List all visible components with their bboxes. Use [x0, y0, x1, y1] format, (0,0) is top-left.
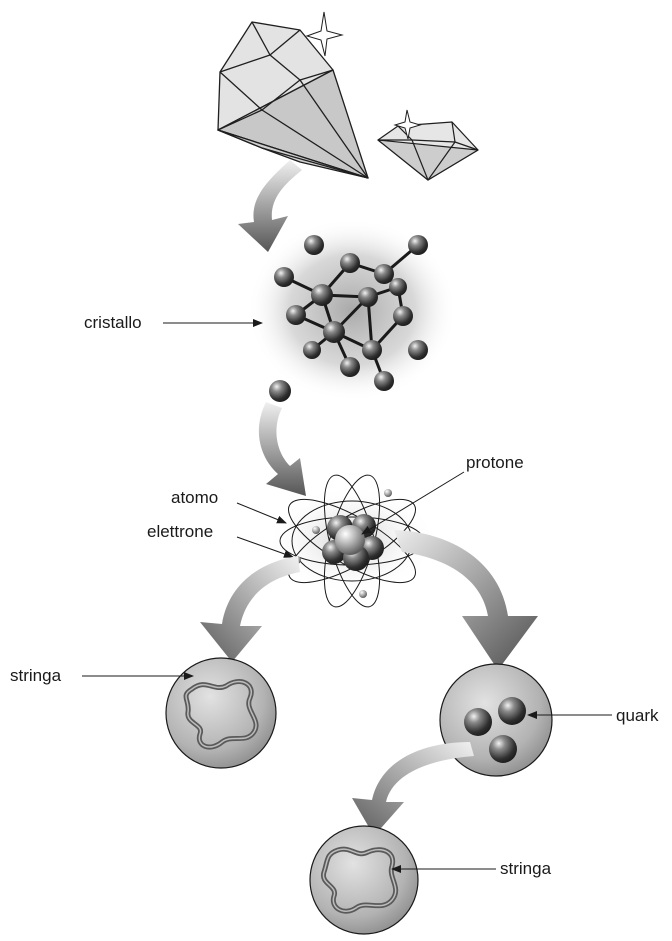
quark-ball	[464, 708, 492, 736]
quark-ball	[489, 735, 517, 763]
label-protone: protone	[466, 453, 524, 472]
crystal-lattice-icon	[247, 218, 457, 402]
small-diamond-icon	[378, 122, 478, 180]
curved-arrow-icon	[259, 402, 306, 496]
label-quark: quark	[616, 706, 659, 725]
label-stringa-left: stringa	[10, 666, 62, 685]
large-diamond-icon	[218, 22, 368, 178]
string-disc-left-icon	[166, 658, 276, 768]
curved-arrow-icon	[352, 742, 474, 836]
label-elettrone: elettrone	[147, 522, 213, 541]
string-disc-bottom-icon	[310, 826, 418, 934]
curved-arrow-icon	[200, 556, 300, 662]
quark-disc-icon	[440, 664, 552, 776]
label-atomo: atomo	[171, 488, 218, 507]
curved-arrow-icon	[394, 530, 538, 670]
label-cristallo: cristallo	[84, 313, 142, 332]
quark-ball	[498, 697, 526, 725]
label-stringa-bottom: stringa	[500, 859, 552, 878]
